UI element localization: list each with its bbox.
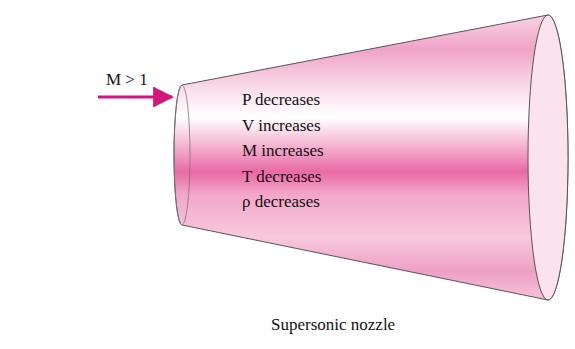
nozzle-shape: P decreasesV increasesM increasesT decre… [170,10,573,310]
nozzle-body [174,15,568,300]
nozzle-inlet [174,85,190,225]
property-trend: ρ decreases [242,189,324,215]
caption: Supersonic nozzle [271,315,395,335]
property-trend: V increases [242,113,324,139]
inflow-arrow [98,96,172,99]
property-trend: T decreases [242,164,324,190]
mach-label: M > 1 [106,70,148,90]
nozzle-exit [528,15,568,300]
property-trend: M increases [242,138,324,164]
nozzle-outline [170,10,573,310]
property-trend: P decreases [242,87,324,113]
